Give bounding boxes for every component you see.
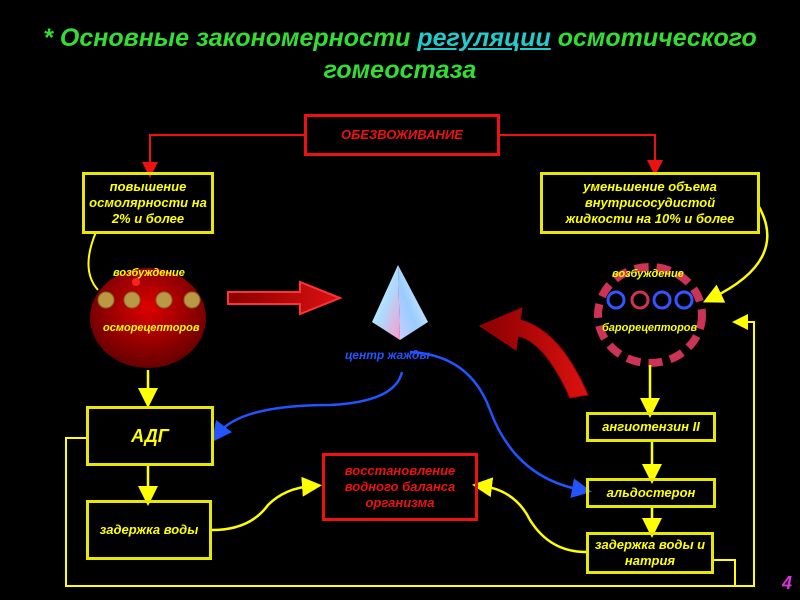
dehydration-to-volume-arrow <box>500 134 663 176</box>
water-retention-box: задержка воды <box>86 500 212 560</box>
angiotensin-box: ангиотензин II <box>586 412 716 442</box>
osmo-to-thirst-arrow <box>227 280 343 316</box>
osmoreceptors-label: осморецепторов <box>103 322 200 334</box>
thirst-to-adh-arrow <box>211 371 404 442</box>
excitation-label-left: возбуждение <box>113 267 185 279</box>
slide-title: * Основные закономерности регуляции осмо… <box>0 22 800 86</box>
water-to-restoration-arrow <box>211 476 322 532</box>
excitation-label-right: возбуждение <box>612 268 684 280</box>
dehydration-box: ОБЕЗВОЖИВАНИЕ <box>304 114 500 156</box>
feedback-loop-outer <box>65 314 755 587</box>
thirst-to-aldosterone-arrow <box>409 350 592 499</box>
title-highlight: регуляции <box>417 24 551 52</box>
title-line2: гомеостаза <box>323 56 477 84</box>
water-sodium-box: задержка воды и натрия <box>586 532 714 574</box>
baro-to-thirst-arrow <box>478 307 589 399</box>
aldosterone-box: альдостерон <box>586 478 716 508</box>
dehydration-to-osmolarity-arrow <box>142 134 304 178</box>
thirst-center-label: центр жажды <box>345 348 430 362</box>
adh-box: АДГ <box>86 406 214 466</box>
restoration-box: восстановление водного баланса организма <box>322 453 478 521</box>
baroreceptor-ring-icon <box>594 263 706 367</box>
osmoreceptor-sphere-icon <box>90 268 206 368</box>
sodium-to-restoration-arrow <box>472 477 587 554</box>
baroreceptors-label: барорецепторов <box>602 322 698 334</box>
osmolarity-to-sphere-curve <box>87 231 99 291</box>
slide-number: 4 <box>781 573 792 593</box>
thirst-center-pyramid-icon <box>372 265 428 340</box>
volume-box: уменьшение объема внутрисосудистой жидко… <box>540 172 760 234</box>
title-prefix: * Основные закономерности <box>43 24 418 52</box>
feedback-loop-inner <box>714 559 736 586</box>
osmolarity-box: повышение осмолярности на 2% и более <box>82 172 214 234</box>
volume-to-baroreceptor-arrow <box>703 204 769 303</box>
title-suffix: осмотического <box>550 24 757 52</box>
